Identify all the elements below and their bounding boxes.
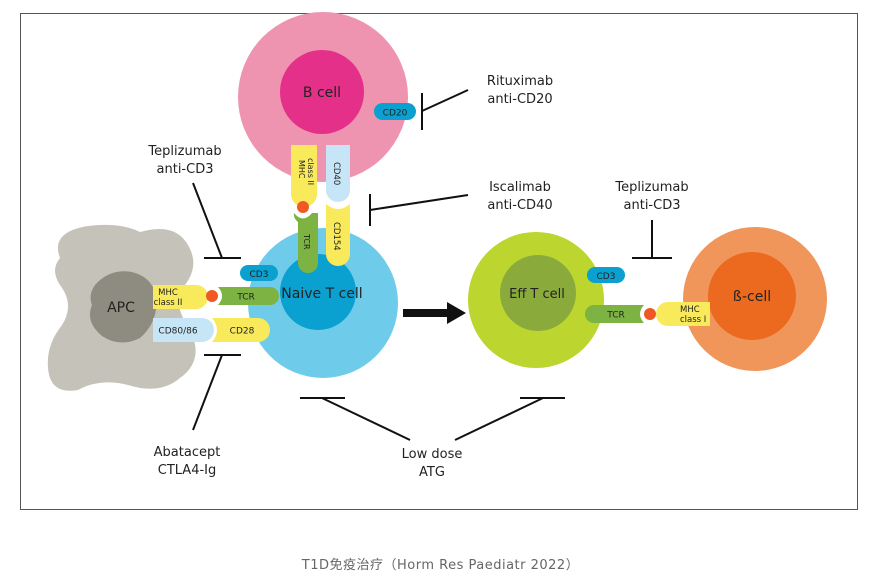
cd20-receptor: CD20 <box>374 103 416 120</box>
antigen-dot <box>206 290 218 302</box>
naive-t-nucleus <box>280 254 356 330</box>
teplizumab-target: anti-CD3 <box>624 198 681 213</box>
mhc-ii-top: MHC class II <box>291 145 317 207</box>
teplizumab-target: anti-CD3 <box>157 162 214 177</box>
mhc-label: MHC <box>297 160 306 179</box>
cd154-label: CD154 <box>331 222 341 251</box>
rituximab-inhibitor-icon <box>421 89 469 130</box>
tcr-label: TCR <box>302 233 311 250</box>
figure-frame <box>20 13 858 510</box>
beta-cell-label: ß-cell <box>733 289 771 305</box>
cd3-right: CD3 <box>587 267 625 283</box>
antigen-dot <box>297 201 309 213</box>
iscalimab-inhibitor-icon <box>369 194 469 226</box>
cd3-left: CD3 <box>240 265 278 281</box>
teplizumab-left-inhibitor-icon <box>192 182 241 259</box>
cd3-label: CD3 <box>250 270 269 280</box>
apc-nucleus <box>89 271 157 343</box>
teplizumab-label: Teplizumab <box>614 180 688 195</box>
apc-cell: APC <box>47 224 196 391</box>
class-i-label: class I <box>680 315 706 325</box>
cd28: CD28 <box>212 318 270 342</box>
cd80-label: CD80/86 <box>158 327 197 337</box>
class-ii-label: class II <box>306 158 315 185</box>
cd40: CD40 <box>326 145 350 202</box>
cd154: CD154 <box>326 204 350 266</box>
differentiation-arrow-icon <box>403 302 466 324</box>
mhc-label: MHC <box>680 305 700 315</box>
abatacept-label: Abatacept <box>154 445 221 460</box>
tcr-label: TCR <box>606 311 625 321</box>
b-cell-label: B cell <box>303 85 341 101</box>
atg-label: Low dose <box>402 447 463 462</box>
beta-cell-nucleus <box>708 252 796 340</box>
b-cell: B cell <box>238 12 408 182</box>
drug-labels: Rituximab anti-CD20 Teplizumab anti-CD3 … <box>147 74 688 480</box>
tcr-label: TCR <box>236 293 255 303</box>
cd28-label: CD28 <box>230 327 255 337</box>
b-cell-nucleus <box>280 50 364 134</box>
iscalimab-label: Iscalimab <box>489 180 551 195</box>
eff-t-cell: Eff T cell <box>468 232 604 368</box>
inhibition-lines <box>192 89 672 441</box>
atg-right-inhibitor-icon <box>454 397 565 441</box>
atg-left-inhibitor-icon <box>300 397 411 441</box>
cd40-label: CD40 <box>331 162 341 185</box>
teplizumab-label: Teplizumab <box>147 144 221 159</box>
cd20-label: CD20 <box>383 109 408 119</box>
mhc-i: MHC class I <box>656 302 710 326</box>
naive-t-label: Naive T cell <box>281 286 362 302</box>
rituximab-label: Rituximab <box>487 74 553 89</box>
rituximab-target: anti-CD20 <box>487 92 552 107</box>
eff-t-nucleus <box>500 255 576 331</box>
cd3-label: CD3 <box>597 272 616 282</box>
teplizumab-right-inhibitor-icon <box>632 220 672 259</box>
iscalimab-target: anti-CD40 <box>487 198 552 213</box>
figure-caption: T1D免疫治疗（Horm Res Paediatr 2022） <box>301 558 580 573</box>
abatacept-inhibitor-icon <box>192 354 241 431</box>
mhc-label: MHC <box>158 288 178 298</box>
abatacept-target: CTLA4-Ig <box>158 463 217 478</box>
mhc-ii-left: MHC class II <box>153 285 208 309</box>
atg-label-2: ATG <box>419 465 445 480</box>
class-ii-label: class II <box>154 298 183 308</box>
beta-cell: ß-cell <box>683 227 827 371</box>
eff-t-label: Eff T cell <box>509 287 565 302</box>
tcr-right: TCR <box>585 305 644 323</box>
cd80-86: CD80/86 <box>153 318 214 342</box>
antigen-dot <box>644 308 656 320</box>
tcr-left: TCR <box>218 287 279 305</box>
tcr-top: TCR <box>293 213 318 273</box>
apc-label: APC <box>107 300 135 316</box>
naive-t-cell: Naive T cell <box>248 228 398 378</box>
